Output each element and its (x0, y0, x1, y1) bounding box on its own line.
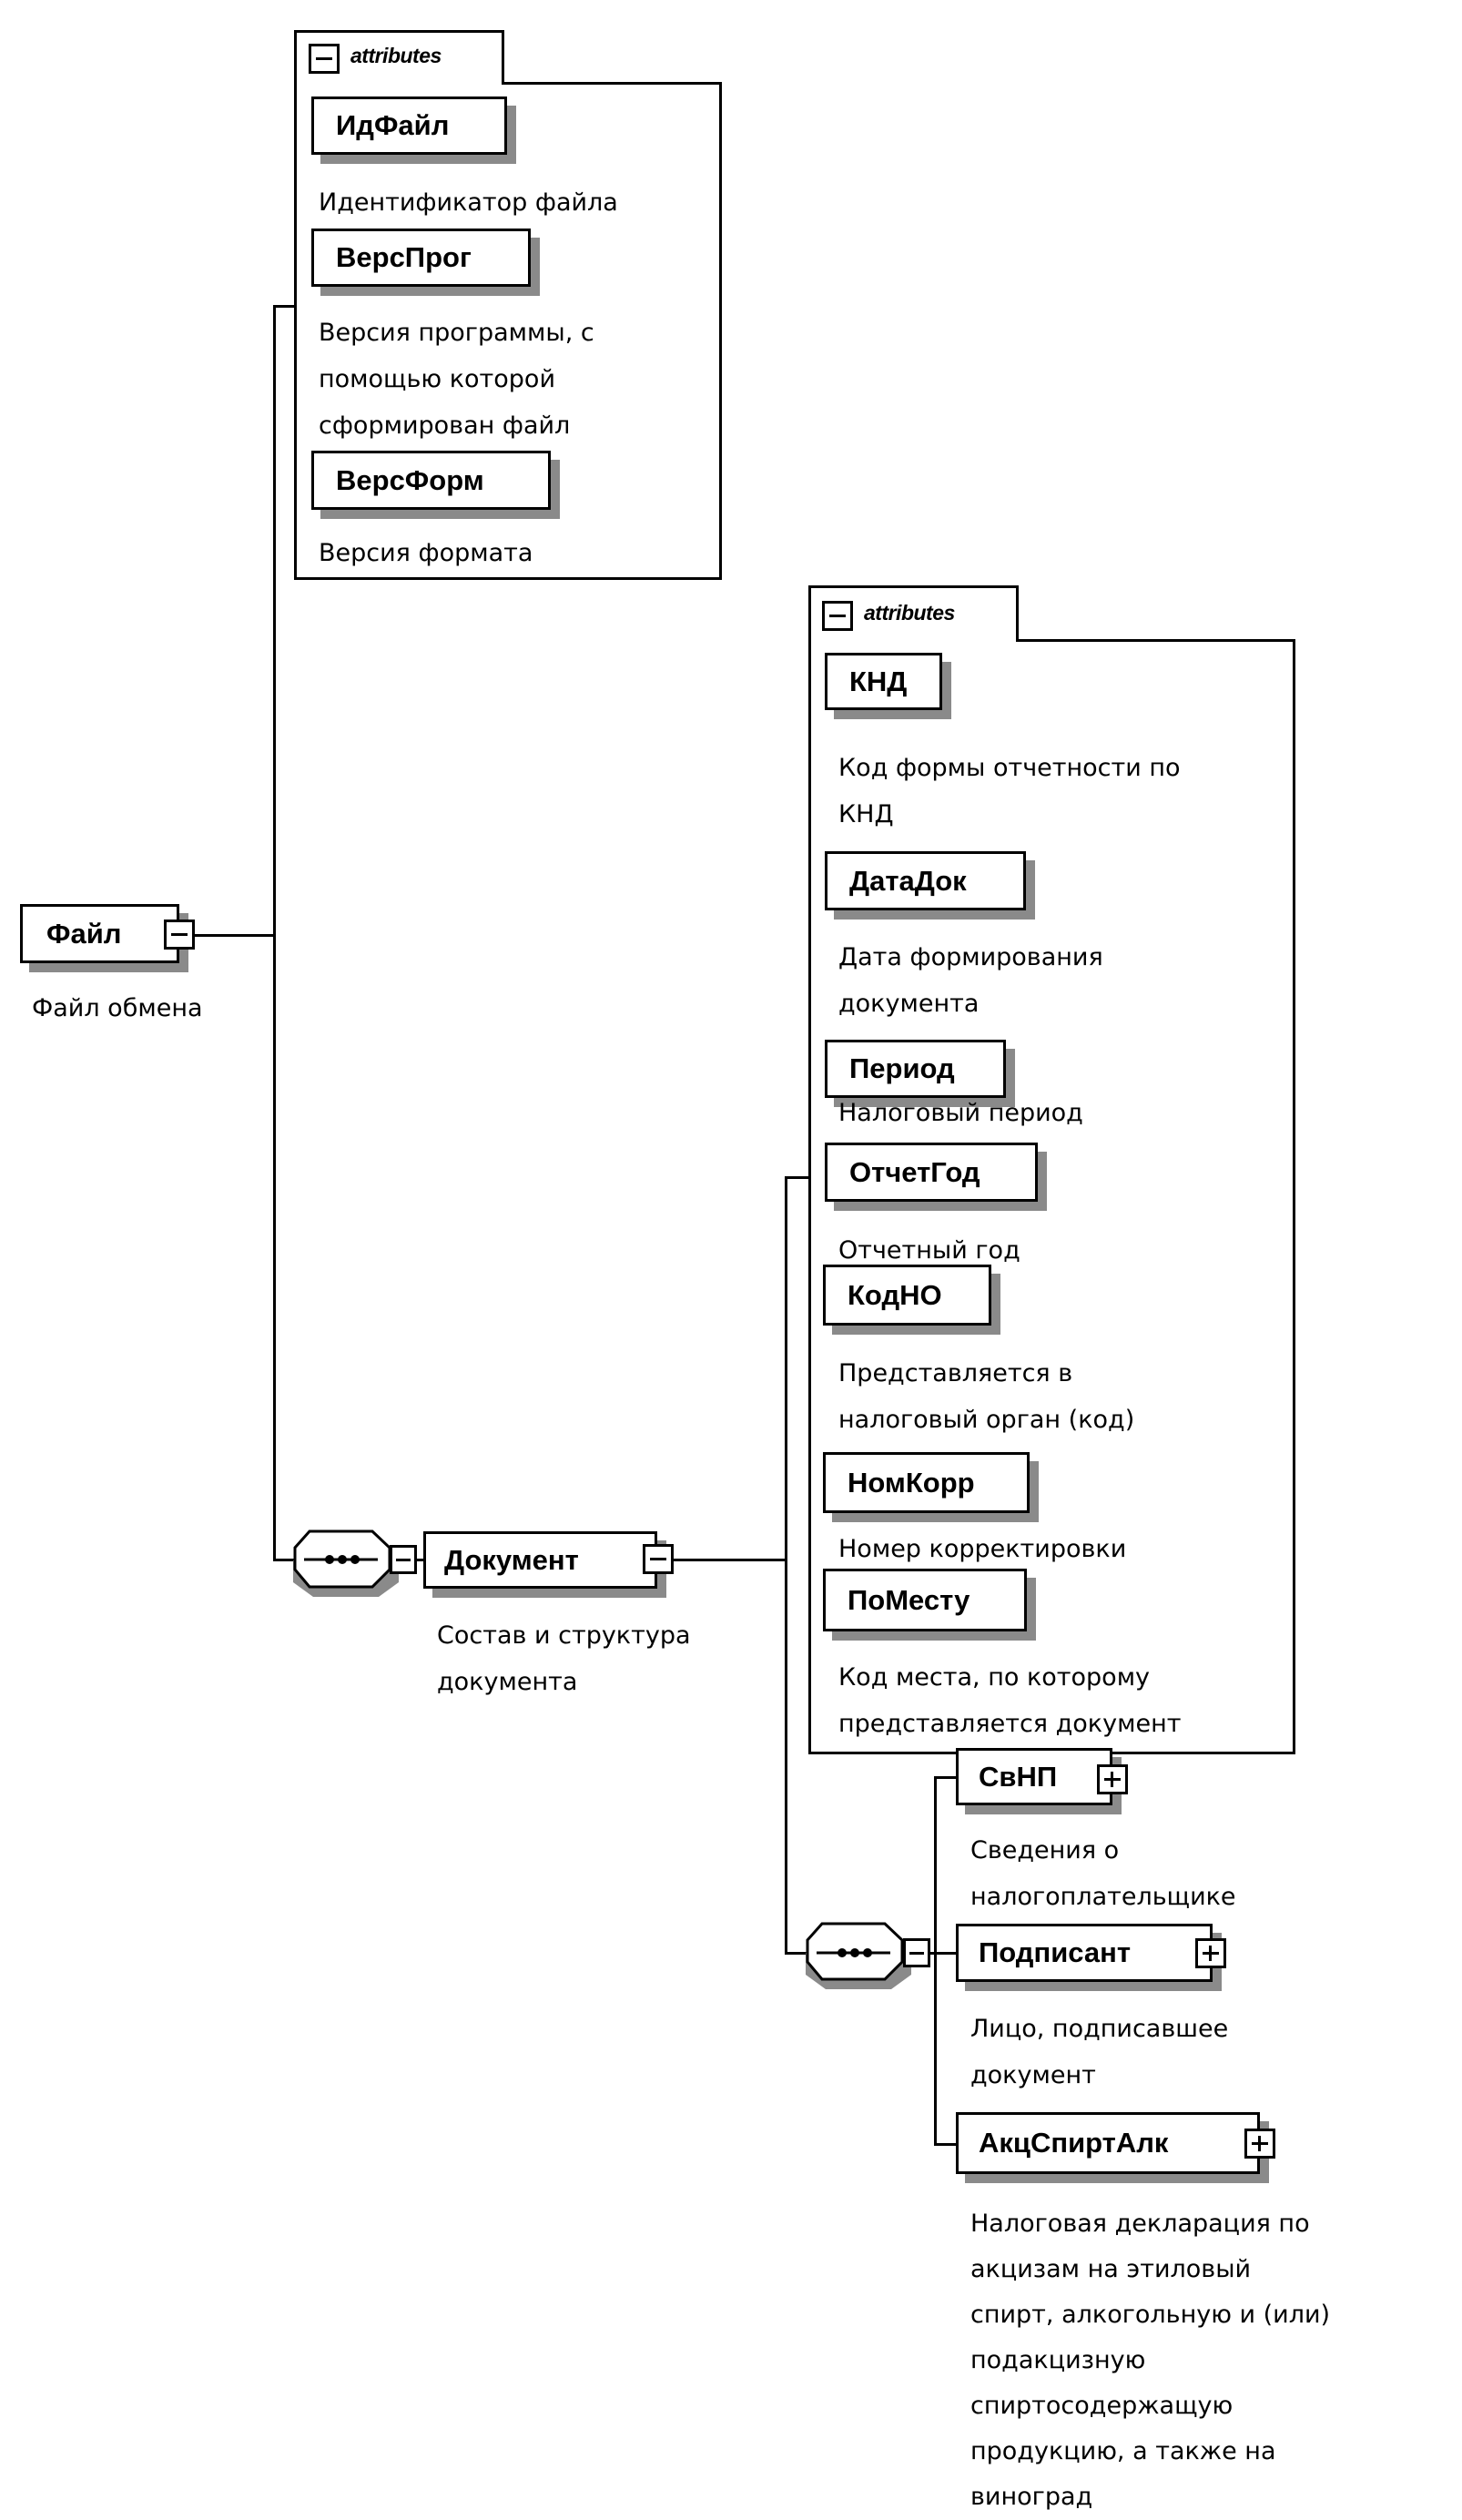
element-description: Сведения о налогоплательщике (970, 1836, 1236, 1911)
attribute-kodno[interactable]: КодНО (823, 1265, 991, 1326)
attribute-name: НомКорр (848, 1466, 975, 1499)
attribute-nomkorr[interactable]: НомКорр (823, 1452, 1030, 1513)
collapse-icon[interactable] (643, 1544, 674, 1574)
connector-children-vertical (934, 1776, 937, 2146)
expand-icon[interactable] (1195, 1938, 1226, 1968)
connector-root-horizontal (193, 934, 275, 937)
attributes-collapse-icon[interactable] (822, 601, 853, 631)
attribute-knd[interactable]: КНД (825, 653, 942, 710)
element-file[interactable]: Файл (20, 904, 179, 963)
attribute-description: Код формы отчетности по КНД (838, 754, 1181, 828)
attribute-description: Версия формата (319, 539, 533, 567)
attribute-name: ДатаДок (849, 864, 967, 897)
attribute-otchetgod[interactable]: ОтчетГод (825, 1143, 1038, 1202)
attribute-name: КодНО (848, 1278, 942, 1311)
element-description: Состав и структура документа (437, 1621, 691, 1696)
element-name: Документ (444, 1543, 579, 1576)
connector-child-akcspirtalk (934, 2143, 957, 2146)
attribute-name: ВерсФорм (336, 463, 484, 496)
collapse-icon[interactable] (164, 920, 195, 950)
attribute-description: Дата формирования документа (838, 943, 1103, 1018)
element-svnp[interactable]: СвНП (956, 1748, 1112, 1805)
attribute-versprog[interactable]: ВерсПрог (311, 229, 531, 287)
attribute-name: Период (849, 1052, 955, 1084)
connector-root-sequence (273, 1559, 295, 1561)
attribute-name: ПоМесту (848, 1583, 970, 1616)
attribute-description: Версия программы, с помощью которой сфор… (319, 319, 594, 440)
attributes-tab-cover (811, 637, 1016, 643)
connector-child-svnp (934, 1776, 957, 1779)
element-document[interactable]: Документ (423, 1531, 657, 1589)
element-akcspirtalk[interactable]: АкцСпиртАлк (956, 2112, 1260, 2174)
element-name: Файл (46, 917, 122, 950)
connector-sequence-document (417, 1559, 425, 1561)
element-name: СвНП (979, 1760, 1058, 1793)
connector-sequence2-children (929, 1952, 957, 1955)
element-description: Налоговая декларация по акцизам на этило… (970, 2210, 1331, 2511)
attribute-description: Идентификатор файла (319, 188, 618, 217)
attribute-datadok[interactable]: ДатаДок (825, 851, 1026, 910)
attribute-name: ВерсПрог (336, 241, 472, 273)
attribute-idfile[interactable]: ИдФайл (311, 97, 507, 155)
element-name: Подписант (979, 1936, 1132, 1968)
attribute-description: Код места, по которому представляется до… (838, 1663, 1182, 1738)
element-name: АкцСпиртАлк (979, 2127, 1169, 2159)
attribute-name: ИдФайл (336, 109, 450, 141)
element-description: Файл обмена (32, 994, 203, 1022)
connector-document-sequence (785, 1952, 807, 1955)
element-podpisant[interactable]: Подписант (956, 1924, 1213, 1982)
expand-icon[interactable] (1244, 2129, 1275, 2159)
attribute-pomestu[interactable]: ПоМесту (823, 1569, 1027, 1631)
connector-document-horizontal (672, 1559, 787, 1561)
attributes-header-label: attributes (864, 601, 955, 625)
sequence-collapse-icon[interactable] (390, 1545, 417, 1574)
attribute-name: ОтчетГод (849, 1155, 980, 1188)
attributes-tab-cover (297, 80, 502, 86)
expand-icon[interactable] (1097, 1764, 1128, 1794)
connector-root-vertical (273, 305, 276, 1561)
attribute-description: Налоговый период (838, 1099, 1083, 1127)
attribute-description: Отчетный год (838, 1236, 1020, 1265)
connector-document-vertical (785, 1176, 787, 1955)
element-description: Лицо, подписавшее документ (970, 2015, 1229, 2089)
connector-document-attributes (785, 1176, 810, 1179)
sequence-compositor-icon[interactable] (293, 1529, 402, 1602)
attributes-header-label: attributes (350, 44, 442, 67)
attribute-period[interactable]: Период (825, 1040, 1006, 1098)
attributes-tab (808, 585, 1019, 642)
attribute-description: Представляется в налоговый орган (код) (838, 1359, 1135, 1434)
sequence-compositor-icon[interactable] (806, 1922, 915, 1995)
sequence-collapse-icon[interactable] (903, 1938, 930, 1967)
attribute-description: Номер корректировки (838, 1535, 1127, 1563)
connector-root-attributes (273, 305, 295, 308)
attribute-versform[interactable]: ВерсФорм (311, 451, 551, 510)
attribute-name: КНД (849, 665, 908, 697)
attributes-collapse-icon[interactable] (309, 44, 340, 74)
